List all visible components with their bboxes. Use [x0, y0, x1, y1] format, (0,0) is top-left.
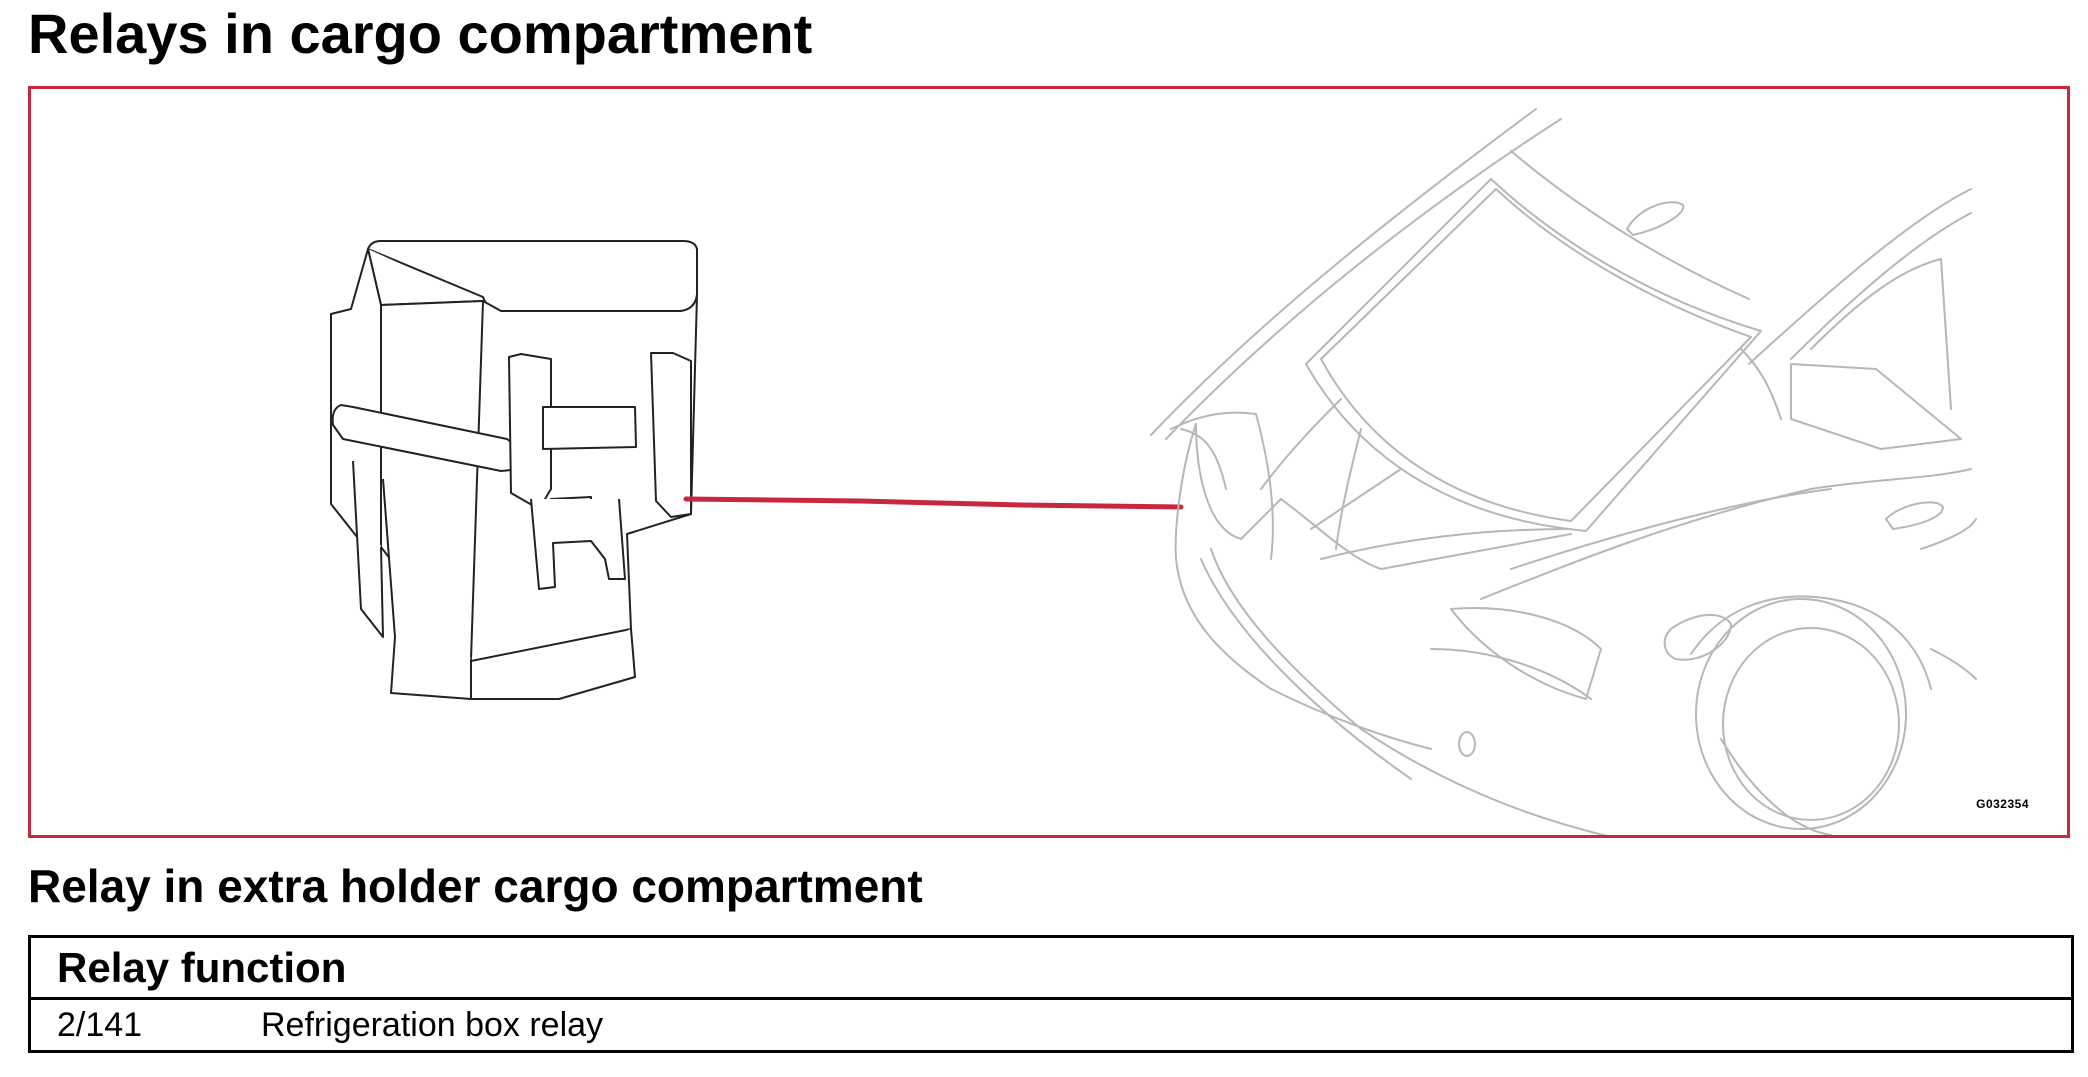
relay-function: Refrigeration box relay: [261, 1005, 604, 1044]
figure-frame: G032354: [28, 86, 2070, 838]
leader-line: [683, 496, 1184, 510]
section-title: Relay in extra holder cargo compartment: [28, 860, 923, 912]
table-header-row: Relay function: [29, 936, 2073, 1000]
page-title: Relays in cargo compartment: [28, 2, 813, 65]
relay-number: 2/141: [57, 1005, 143, 1044]
car-rear-view-drawing: [1150, 108, 1977, 835]
table-header: Relay function: [29, 936, 2073, 1000]
relay-function-table: Relay function 2/141 Refrigeration box r…: [28, 935, 2074, 1053]
figure-code: G032354: [1976, 797, 2029, 811]
table-row: 2/141 Refrigeration box relay: [30, 999, 2073, 1052]
relay-location-illustration: [330, 108, 1977, 835]
relay-icon: [330, 240, 698, 700]
